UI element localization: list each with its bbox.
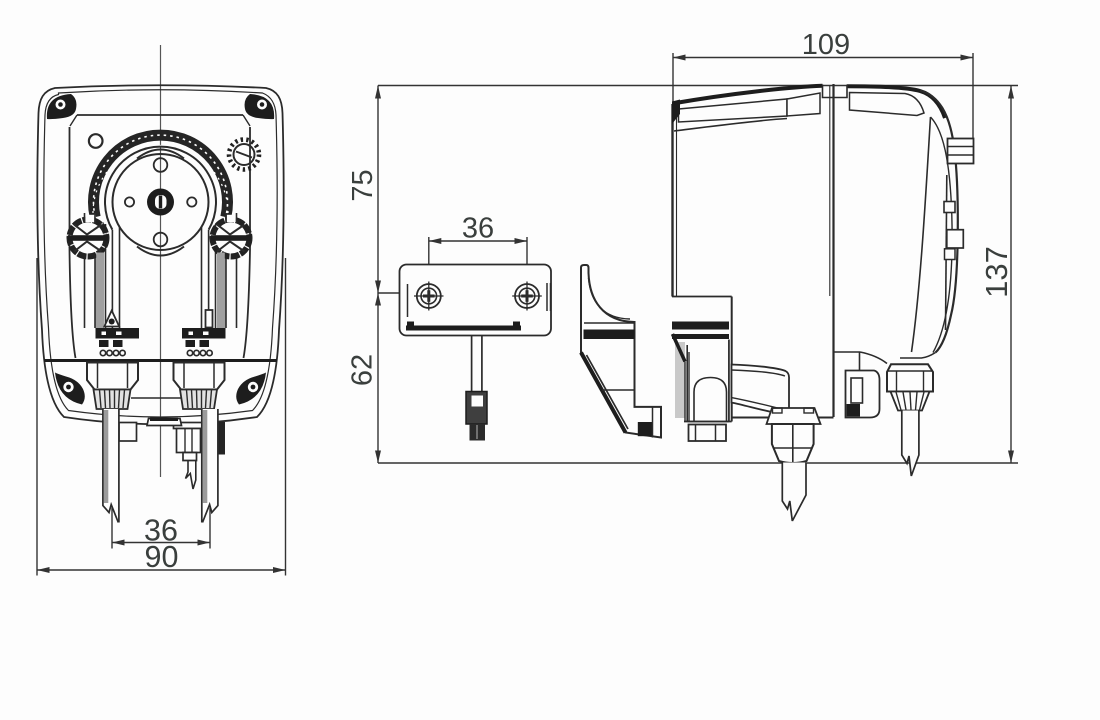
- svg-text:62: 62: [347, 354, 379, 386]
- svg-text:90: 90: [145, 540, 179, 574]
- svg-text:109: 109: [802, 29, 850, 61]
- svg-text:36: 36: [462, 213, 494, 245]
- svg-text:36: 36: [144, 514, 178, 548]
- svg-text:75: 75: [347, 169, 379, 201]
- svg-text:137: 137: [979, 246, 1014, 298]
